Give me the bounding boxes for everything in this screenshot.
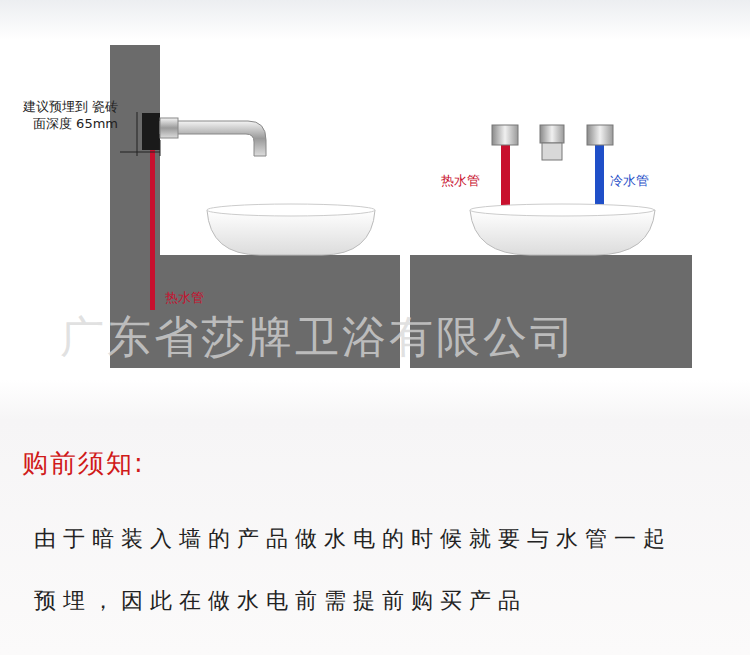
pipe-label: 热水管: [165, 289, 204, 307]
spout-front: [540, 125, 564, 143]
notice-heading: 购前须知:: [22, 446, 145, 481]
cold-handle: [587, 125, 613, 145]
hot-pipe: [501, 145, 510, 208]
dimension-note: 建议预埋到 瓷砖面深度 65mm: [22, 98, 118, 132]
valve-box: [142, 113, 160, 150]
watermark: 广东省莎牌卫浴有限公司: [60, 308, 577, 367]
basin: [470, 210, 655, 255]
notice-text: 由于暗装入墙的产品做水电的时候就要与水管一起 预埋，因此在做水电前需提前购买产品: [34, 508, 714, 632]
pipe-label: 冷水管: [610, 172, 649, 190]
basin: [207, 210, 375, 255]
cold-pipe: [595, 145, 604, 208]
pipe-label: 热水管: [441, 172, 480, 190]
hot-pipe: [150, 140, 155, 310]
dimension-lines: [120, 112, 160, 156]
hot-handle: [492, 125, 518, 145]
